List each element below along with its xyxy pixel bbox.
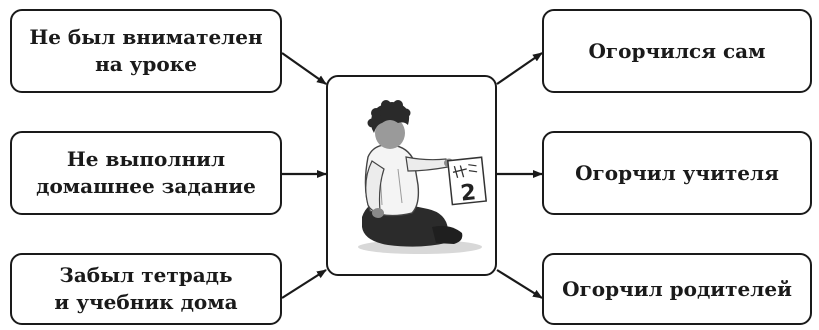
arrow-cause-3-to-center	[281, 269, 327, 299]
effect-box-upset-teacher: Огорчил учителя	[542, 131, 812, 215]
effect-text: Огорчился сам	[588, 38, 766, 63]
grade-mark: 2	[459, 180, 477, 206]
arrow-center-to-effect-1	[496, 52, 543, 85]
center-illustration-frame: 2	[326, 75, 497, 276]
cause-text-line: и учебник дома	[54, 290, 238, 314]
cause-text-line: домашнее задание	[36, 174, 256, 198]
cause-text-line: Забыл тетрадь	[59, 263, 233, 287]
cause-box-forgot-books: Забыл тетрадь и учебник дома	[10, 253, 282, 325]
upset-boy-holding-bad-grade-icon: 2	[358, 100, 488, 254]
effect-box-upset-parents: Огорчил родителей	[542, 253, 812, 325]
arrow-center-to-effect-3	[496, 269, 543, 299]
effect-text: Огорчил учителя	[575, 160, 779, 185]
cause-text-line: Не был внимателен	[29, 25, 263, 49]
cause-text-line: на уроке	[95, 52, 197, 76]
cause-box-no-homework: Не выполнил домашнее задание	[10, 131, 282, 215]
effect-box-upset-self: Огорчился сам	[542, 9, 812, 93]
cause-box-inattentive: Не был внимателен на уроке	[10, 9, 282, 93]
effect-text: Огорчил родителей	[562, 276, 792, 301]
arrow-cause-1-to-center	[281, 52, 327, 85]
cause-text-line: Не выполнил	[66, 147, 226, 171]
